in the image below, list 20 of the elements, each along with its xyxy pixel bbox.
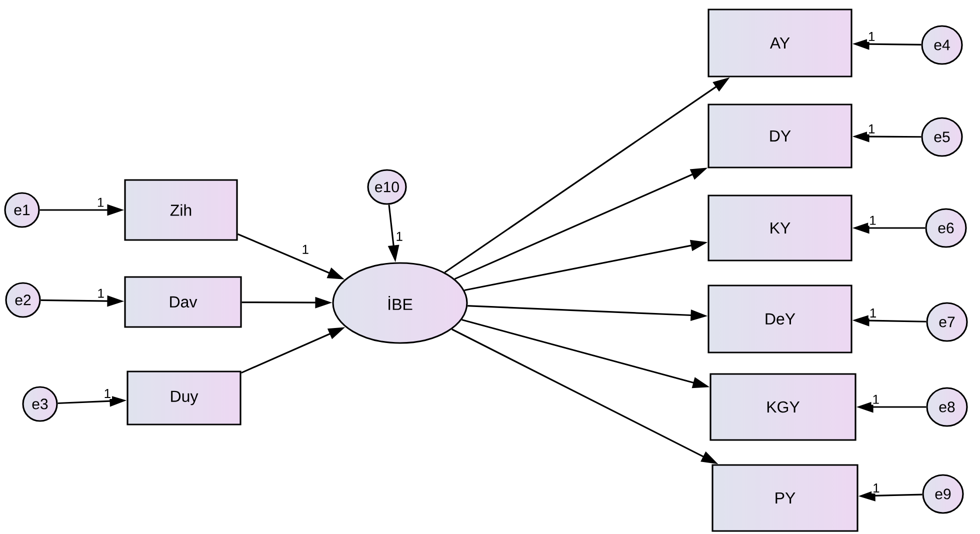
edge-label: 1 xyxy=(300,244,310,255)
variable-box: DeY xyxy=(708,284,852,354)
variable-box: KGY xyxy=(710,373,856,441)
edge-label: 1 xyxy=(96,288,106,299)
variable-box: AY xyxy=(708,8,852,78)
edge-label: 1 xyxy=(96,196,106,208)
variable-box: Duy xyxy=(126,370,242,426)
edge-label: 1 xyxy=(866,123,876,134)
variable-box: PY xyxy=(712,464,858,532)
variable-box: Dav xyxy=(124,276,242,328)
edge-label: 1 xyxy=(866,30,876,42)
edge-label: 1 xyxy=(102,388,112,399)
edge-label: 1 xyxy=(868,308,878,318)
edge-label: 1 xyxy=(868,214,878,226)
variable-box: DY xyxy=(708,104,852,168)
edge-label: 1 xyxy=(394,230,404,242)
edge-label: 1 xyxy=(872,482,881,494)
edge-label: 1 xyxy=(871,394,880,405)
variable-box: Zih xyxy=(124,179,238,241)
variable-box: KY xyxy=(708,194,852,262)
